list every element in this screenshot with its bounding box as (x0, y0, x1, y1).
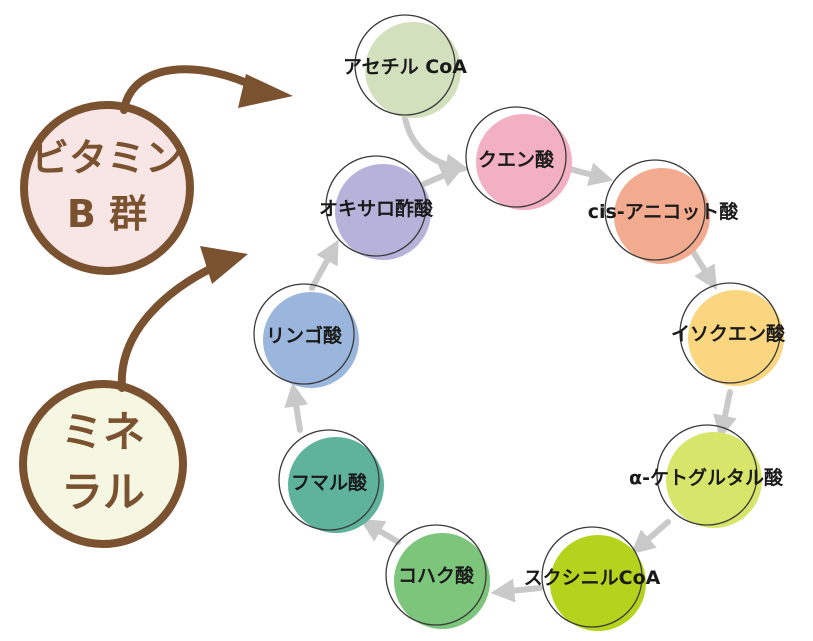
cycle-node-citrate: クエン酸 (465, 106, 572, 210)
cycle-node-ketoglutarate: α-ケトグルタル酸 (629, 424, 784, 528)
cycle-node-acetyl-coa: アセチル CoA (343, 14, 467, 118)
cycle-node-cis-aconitate: cis-アニコット酸 (588, 159, 740, 264)
arrow-malate-oxaloacetate (309, 239, 339, 291)
arrow-succinylcoa-succinate (490, 578, 543, 603)
cofactor-minerals-line1: ミネ (61, 408, 145, 457)
arrow-fumarate-malate (284, 382, 309, 433)
node-label-citrate: クエン酸 (478, 148, 555, 171)
arrow-cisaconitate-isocitrate (689, 247, 718, 291)
cofactor-vitamin-b-line1: ビタミン (31, 136, 183, 180)
cycle-node-malate: リンゴ酸 (253, 283, 359, 388)
vitamin-b-arrow (120, 65, 266, 114)
cofactor-vitamin-b-circle (20, 101, 194, 275)
node-label-malate: リンゴ酸 (266, 324, 343, 347)
node-label-ketoglutarate: α-ケトグルタル酸 (629, 466, 784, 489)
node-label-isocitrate: イソクエン酸 (671, 322, 786, 345)
cycle-arrows (284, 115, 737, 603)
cycle-node-isocitrate: イソクエン酸 (671, 282, 786, 386)
node-label-succinyl-coa: スクシニルCoA (524, 567, 661, 589)
cofactor-vitamin-b: ビタミン B 群 (20, 101, 194, 275)
cycle-node-fumarate: フマル酸 (278, 429, 384, 533)
arrow-ketoglutarate-succinylcoa (630, 519, 671, 555)
node-label-fumarate: フマル酸 (291, 471, 368, 494)
cofactor-minerals: ミネ ラル (19, 380, 187, 548)
cycle-node-oxaloacetate: オキサロ酢酸 (319, 155, 434, 260)
cycle-node-succinate: コハク酸 (385, 524, 490, 629)
cofactor-minerals-line2: ラル (61, 468, 145, 517)
node-label-succinate: コハク酸 (398, 564, 475, 587)
minerals-arrow (117, 262, 220, 392)
node-label-oxaloacetate: オキサロ酢酸 (319, 197, 434, 220)
cycle-node-succinyl-coa: スクシニルCoA (524, 526, 661, 631)
arrow-oxaloacetate-citrate (421, 164, 465, 187)
cofactor-minerals-circle (19, 380, 187, 548)
minerals-arrowhead (200, 246, 248, 284)
arrow-succinate-fumarate (359, 519, 401, 545)
vitamin-b-arrowhead (238, 74, 293, 108)
arrow-acetylcoa-citrate (402, 115, 470, 178)
cofactor-vitamin-b-line2: B 群 (67, 192, 147, 236)
node-label-acetyl-coa: アセチル CoA (343, 56, 467, 78)
node-label-cis-aconitate: cis-アニコット酸 (588, 200, 740, 223)
arrow-citrate-cisaconitate (563, 162, 614, 186)
arrow-isocitrate-ketoglutarate (713, 389, 737, 440)
